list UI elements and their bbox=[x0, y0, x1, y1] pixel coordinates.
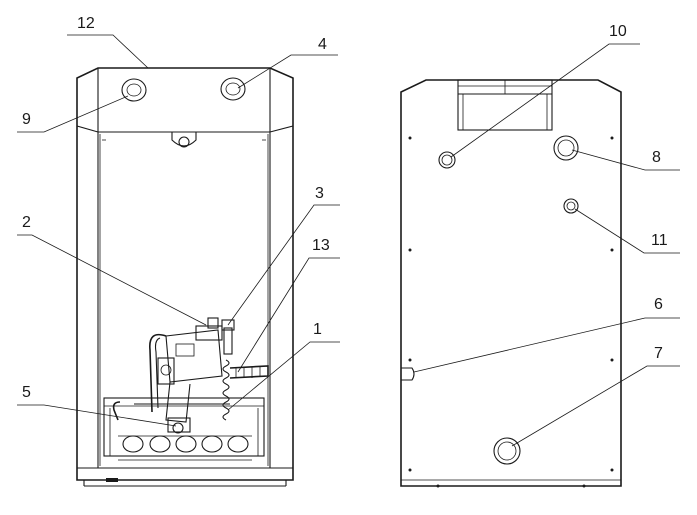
callout-5: 5 bbox=[22, 384, 31, 401]
gas-valve bbox=[149, 317, 235, 423]
callout-12: 12 bbox=[77, 15, 95, 32]
top-pipe-left bbox=[121, 78, 147, 102]
callout-8: 8 bbox=[652, 149, 661, 166]
callout-3: 3 bbox=[315, 185, 324, 202]
rear-casing-outline bbox=[400, 79, 622, 487]
rear-fitting-6 bbox=[401, 367, 415, 381]
callout-numbers: 12 4 9 3 2 13 1 5 10 8 11 6 7 bbox=[22, 15, 668, 401]
callout-2: 2 bbox=[22, 214, 31, 231]
leader-lines bbox=[17, 34, 680, 447]
flue-outlet bbox=[457, 79, 553, 131]
callout-6: 6 bbox=[654, 296, 663, 313]
callout-9: 9 bbox=[22, 111, 31, 128]
rear-fitting-10 bbox=[438, 151, 456, 169]
callout-7: 7 bbox=[654, 345, 663, 362]
rear-fitting-11 bbox=[563, 198, 579, 214]
callout-10: 10 bbox=[609, 23, 627, 40]
coil-tube bbox=[222, 359, 269, 421]
callout-11: 11 bbox=[651, 232, 668, 249]
sensor-mount bbox=[171, 132, 197, 148]
callout-1: 1 bbox=[313, 321, 322, 338]
callout-13: 13 bbox=[312, 237, 330, 254]
rear-fitting-8 bbox=[553, 135, 579, 161]
front-view bbox=[76, 67, 294, 487]
mounting-dots bbox=[408, 136, 614, 488]
rear-fitting-7 bbox=[493, 437, 521, 465]
burner-jets bbox=[118, 435, 252, 461]
top-pipe-right bbox=[220, 77, 246, 101]
rear-view bbox=[400, 79, 622, 488]
callout-4: 4 bbox=[318, 36, 327, 53]
burner-assembly bbox=[103, 397, 265, 461]
